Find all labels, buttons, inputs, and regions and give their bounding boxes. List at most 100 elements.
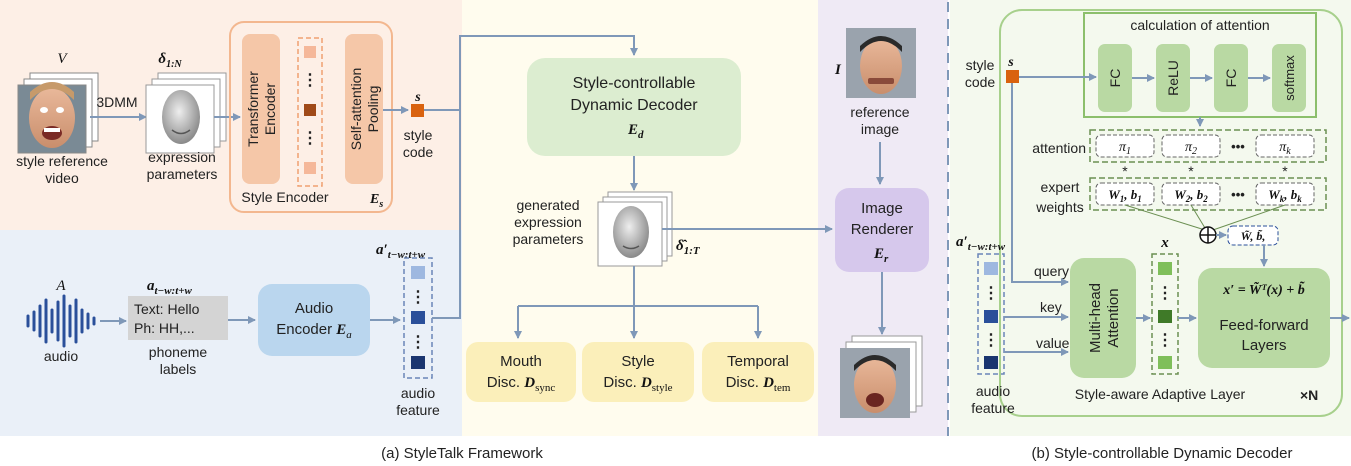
- audio-feature-token: [411, 311, 425, 324]
- audio-feature-dots-b: ⋮: [983, 285, 999, 302]
- mouth-disc-label: Mouth: [500, 353, 542, 370]
- video-symbol: V: [57, 51, 68, 67]
- temporal-disc-label: Temporal: [727, 353, 789, 370]
- arrow-feature-to-decoder: [432, 38, 461, 319]
- transformer-encoder-block: [242, 34, 280, 184]
- feed-forward-block: [1198, 268, 1330, 368]
- x-token: [1158, 310, 1172, 323]
- style-disc-label-2: Disc. Dstyle: [603, 374, 672, 394]
- delta-hat-symbol: δ̂1:T: [676, 238, 701, 257]
- s-symbol-b: s: [1007, 55, 1014, 70]
- delta-symbol: δ1:N: [158, 51, 182, 70]
- key-label: key: [1040, 299, 1062, 315]
- mouth-disc-label-2: Disc. Dsync: [487, 374, 556, 394]
- audio-feature-label-b: audio: [976, 383, 1010, 399]
- style-token: [304, 46, 316, 58]
- pi-1: π1: [1119, 140, 1131, 157]
- style-disc-label: Style: [621, 353, 654, 370]
- pi-k-box: [1255, 134, 1315, 158]
- style-token-dots: ⋮: [302, 130, 318, 147]
- renderer-label-2: Renderer: [851, 221, 914, 238]
- audio-feature-dots: ⋮: [410, 334, 426, 351]
- style-token: [304, 104, 316, 116]
- expert-weights-label: expert: [1041, 179, 1080, 195]
- star-1: *: [1122, 163, 1128, 179]
- audio-encoder-block: [258, 284, 370, 356]
- audio-feature-column-b: [977, 253, 1005, 375]
- style-code-label-b-2: code: [965, 74, 996, 90]
- audio-encoder-label-2: Encoder Ea: [276, 321, 352, 341]
- temporal-disc-label-2: Disc. Dtem: [726, 374, 791, 394]
- style-encoder-label: Style Encoder: [241, 189, 328, 205]
- audio-feature-dots: ⋮: [410, 289, 426, 306]
- style-video-frames: [17, 72, 99, 154]
- 3dmm-label: 3DMM: [96, 94, 137, 110]
- style-ref-label-2: video: [45, 170, 79, 186]
- fc-block-2: [1214, 44, 1248, 112]
- ed-symbol: Ed: [627, 122, 644, 141]
- w2-b2: W2, b2: [1174, 187, 1208, 204]
- pi-k: πk: [1279, 140, 1291, 157]
- generated-mesh-stack: [597, 191, 673, 267]
- reference-image-label: reference: [850, 104, 909, 120]
- fc-label-2: FC: [1223, 69, 1239, 88]
- combine-line-k: [1212, 204, 1286, 231]
- wtilde-box: [1227, 225, 1279, 246]
- style-discriminator-block: [582, 342, 694, 402]
- attention-weights-box: [1089, 129, 1327, 163]
- mouth-discriminator-block: [466, 342, 576, 402]
- style-code-label-b: style: [966, 57, 995, 73]
- text-line: Text: Hello: [134, 301, 200, 317]
- audio-waveform-icon: [26, 294, 96, 348]
- style-code-block: [411, 104, 424, 117]
- audio-label: audio: [44, 348, 78, 364]
- pi-1-box: [1095, 134, 1155, 158]
- es-symbol: Es: [369, 192, 383, 210]
- pi-ellipsis: •••: [1231, 139, 1245, 154]
- image-renderer-block: [835, 188, 929, 272]
- audio-feature-token-b: [984, 310, 998, 323]
- audio-feature-dots-b: ⋮: [983, 332, 999, 349]
- arrow-code-to-decoder: [424, 35, 638, 111]
- expr-param-label: expression: [148, 149, 216, 165]
- phoneme-label: phoneme: [149, 344, 208, 360]
- ff-label: Feed-forward: [1219, 317, 1308, 334]
- aprime-symbol-b: a′t−w:t+w: [956, 234, 1006, 253]
- renderer-label: Image: [861, 200, 903, 217]
- x-column: [1151, 253, 1179, 375]
- multi-head-attention-block: [1070, 258, 1136, 378]
- relu-block: [1156, 44, 1190, 112]
- x-token: [1158, 356, 1172, 369]
- text-phoneme-box: [128, 296, 228, 340]
- generated-expr-label: generated: [516, 197, 579, 213]
- mha-label: Multi-headAttention: [1087, 283, 1122, 353]
- style-token: [304, 162, 316, 174]
- fc-block-1: [1098, 44, 1132, 112]
- query-label: query: [1034, 263, 1069, 279]
- a-window-symbol: at−w:t+w: [147, 278, 193, 297]
- phoneme-label-2: labels: [160, 361, 197, 377]
- generated-expr-label-3: parameters: [513, 231, 584, 247]
- output-video-frames: [840, 335, 923, 418]
- audio-feature-token-b: [984, 356, 998, 369]
- arrow-code-to-query: [1011, 83, 1069, 286]
- expression-mesh-stack: [145, 72, 227, 154]
- temporal-discriminator-block: [702, 342, 814, 402]
- combine-line-2: [1190, 204, 1206, 229]
- style-ref-label: style reference: [16, 153, 108, 169]
- star-k: *: [1282, 163, 1288, 179]
- x-dots: ⋮: [1157, 332, 1173, 349]
- self-attention-pooling-label: Self-attentionPooling: [348, 68, 381, 151]
- expert-weights-label-2: weights: [1035, 199, 1083, 215]
- audio-feature-label: audio: [401, 385, 435, 401]
- calc-attention-label: calculation of attention: [1130, 17, 1269, 33]
- caption-b: (b) Style-controllable Dynamic Decoder: [1032, 445, 1293, 462]
- x-token: [1158, 262, 1172, 275]
- x-symbol: x: [1160, 235, 1169, 251]
- audio-feature-token: [411, 356, 425, 369]
- generated-expr-label-2: expression: [514, 214, 582, 230]
- w-ellipsis: •••: [1231, 187, 1245, 202]
- audio-encoder-label: Audio: [295, 300, 333, 317]
- combine-line-1: [1124, 204, 1206, 231]
